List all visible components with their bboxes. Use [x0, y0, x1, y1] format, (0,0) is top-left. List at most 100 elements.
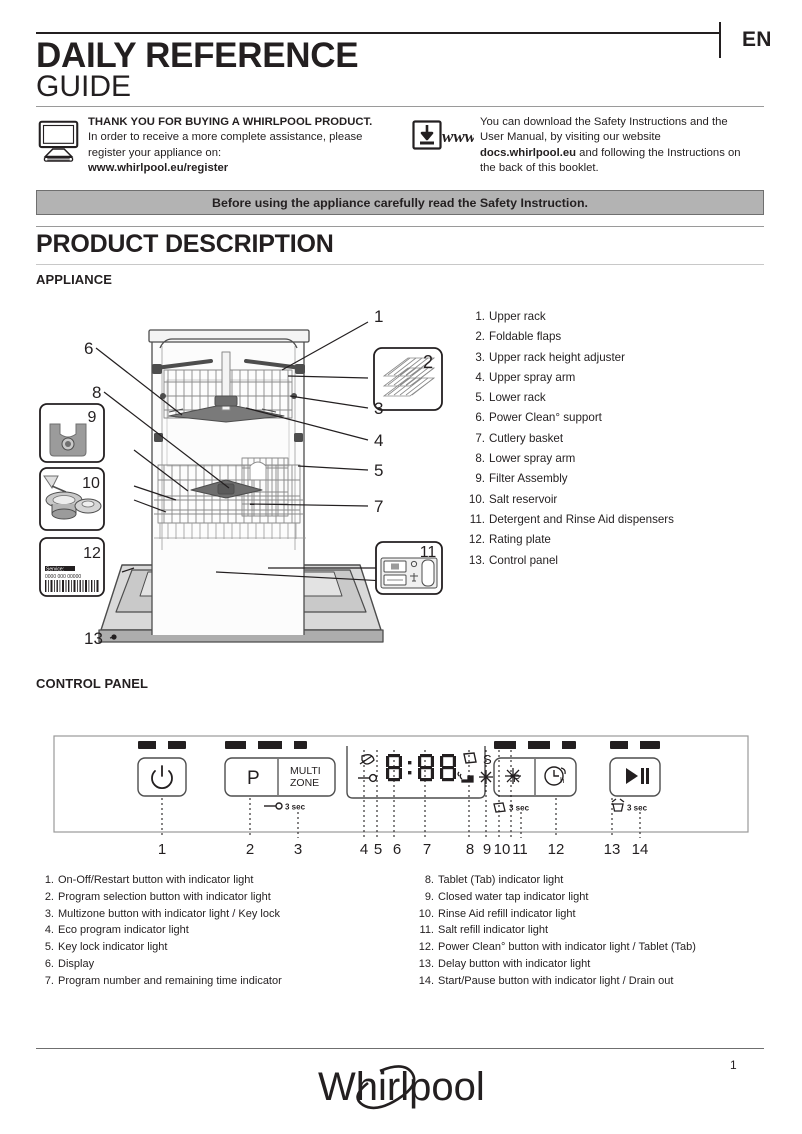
list-item: 13.Delay button with indicator light	[418, 957, 591, 970]
list-item: 8.Lower spray arm	[475, 452, 576, 466]
cp-callout-10: 10	[494, 841, 511, 858]
list-item: 8.Tablet (Tab) indicator light	[424, 874, 564, 886]
safety-banner: Before using the appliance carefully rea…	[36, 190, 764, 215]
whirlpool-logo: Whirlpool	[318, 1065, 485, 1110]
list-item: 1.On-Off/Restart button with indicator l…	[44, 874, 254, 886]
salt-s-icon: S	[483, 752, 492, 767]
list-item: 4.Eco program indicator light	[44, 924, 189, 937]
cp-callout-3: 3	[294, 841, 302, 858]
tablet-icon	[463, 752, 477, 764]
play-pause-icon	[626, 768, 649, 784]
intro-right-line2: User Manual, by visiting our website	[480, 131, 661, 144]
footer-rule	[36, 1048, 764, 1049]
list-item: 3.Upper rack height adjuster	[475, 350, 625, 364]
list-item: 3.Multizone button with indicator light …	[44, 907, 280, 920]
powerclean-delay-button-group: P h	[493, 757, 577, 797]
callout-4: 4	[374, 431, 383, 450]
appliance-diagram: 2 9 10 Service: 0000 00	[39, 307, 443, 648]
list-item: 1.Upper rack	[475, 310, 546, 323]
list-item: 10.Salt reservoir	[468, 492, 558, 506]
cp-callout-7: 7	[423, 841, 431, 858]
cp-callout-1: 1	[158, 841, 166, 858]
svg-text:3 sec: 3 sec	[509, 804, 530, 813]
list-item: 9.Closed water tap indicator light	[424, 890, 589, 903]
header-rule	[36, 32, 720, 34]
start-pause-button	[609, 757, 661, 797]
program-multizone-button-group: P MULTI ZONE	[224, 757, 336, 797]
svg-text:2: 2	[423, 352, 433, 372]
callout-6: 6	[84, 339, 93, 358]
header-vertical-rule	[719, 22, 721, 58]
safety-banner-text: Before using the appliance carefully rea…	[212, 195, 588, 210]
monitor-icon	[38, 120, 79, 162]
list-item: 10.Rinse Aid refill indicator light	[418, 907, 576, 920]
callout-3: 3	[374, 399, 383, 418]
callout-13: 13	[84, 629, 103, 648]
svg-text:3 sec: 3 sec	[627, 804, 648, 813]
list-item: 5.Lower rack	[475, 391, 546, 405]
subsection-title-control-panel: CONTROL PANEL	[36, 676, 149, 691]
svg-text:11: 11	[420, 544, 437, 561]
power-icon	[151, 765, 173, 790]
list-item: 5.Key lock indicator light	[44, 941, 168, 954]
list-item: 7.Cutlery basket	[475, 431, 564, 445]
list-item: 9.Filter Assembly	[475, 472, 568, 486]
control-panel-legend-right: 8.Tablet (Tab) indicator light 9.Closed …	[416, 872, 786, 990]
language-code: EN	[742, 28, 772, 51]
register-url[interactable]: www.whirlpool.eu/register	[88, 162, 229, 175]
cp-callout-4: 4	[360, 841, 368, 858]
on-off-button	[137, 757, 187, 797]
control-panel-diagram: P MULTI ZONE 3 sec	[53, 735, 749, 858]
power-clean-icon: P	[505, 768, 521, 785]
list-item: 2.Program selection button with indicato…	[44, 890, 271, 903]
list-item: 12.Rating plate	[468, 533, 551, 547]
list-item: 7.Program number and remaining time indi…	[44, 974, 282, 987]
intro-right-line4: the back of this booklet.	[480, 162, 599, 175]
section-title-product-description: PRODUCT DESCRIPTION	[36, 230, 334, 258]
list-item: 6.Power Clean° support	[475, 411, 602, 425]
display-panel: S	[346, 746, 493, 799]
page-subtitle: GUIDE	[36, 70, 132, 103]
list-item: 14.Start/Pause button with indicator lig…	[418, 974, 674, 987]
cp-callout-11: 11	[512, 841, 528, 858]
page-title: DAILY REFERENCE	[36, 36, 359, 75]
water-tap-icon	[457, 771, 474, 783]
appliance-parts-list: 1.Upper rack 2.Foldable flaps 3.Upper ra…	[463, 307, 773, 571]
header-rule-secondary	[36, 106, 764, 107]
section-rule	[36, 264, 764, 265]
multizone-hold-hint: 3 sec	[264, 802, 306, 812]
cp-callout-9: 9	[483, 841, 491, 858]
list-item: 12.Power Clean° button with indicator li…	[418, 941, 696, 954]
program-button-label: P	[247, 768, 260, 789]
svg-text:3 sec: 3 sec	[285, 803, 306, 812]
seven-segment-display	[386, 754, 456, 782]
cp-callout-8: 8	[466, 841, 474, 858]
banner-rule	[36, 226, 764, 227]
tablet-icon	[493, 802, 506, 813]
svg-text:12: 12	[83, 545, 101, 562]
cp-callout-14: 14	[632, 841, 649, 858]
list-item: 2.Foldable flaps	[475, 330, 562, 344]
callout-7: 7	[374, 497, 383, 516]
list-item: 6.Display	[44, 957, 95, 970]
list-item: 11.Salt refill indicator light	[419, 924, 549, 937]
docs-url[interactable]: docs.whirlpool.eu	[480, 146, 577, 159]
cp-callout-5: 5	[374, 841, 382, 858]
callout-8: 8	[92, 383, 101, 402]
intro-left-heading: THANK YOU FOR BUYING A WHIRLPOOL PRODUCT…	[88, 116, 373, 128]
drain-icon	[611, 798, 625, 812]
multizone-label-line2: ZONE	[290, 777, 319, 789]
list-item: 4.Upper spray arm	[475, 370, 576, 384]
intro-right-line1: You can download the Safety Instructions…	[480, 116, 728, 128]
svg-text:h: h	[560, 776, 564, 785]
list-item: 13.Control panel	[468, 553, 558, 567]
svg-text:Service:: Service:	[46, 567, 64, 573]
cp-callout-13: 13	[604, 841, 621, 858]
svg-text:www: www	[442, 127, 474, 146]
indicator-bar-2	[225, 741, 307, 749]
eco-leaf-icon	[359, 754, 375, 765]
key-lock-icon	[358, 773, 378, 783]
cp-callout-12: 12	[548, 841, 565, 858]
powerclean-hold-hint: 3 sec	[493, 802, 530, 813]
intro-right-line3: and following the Instructions on	[576, 146, 741, 159]
